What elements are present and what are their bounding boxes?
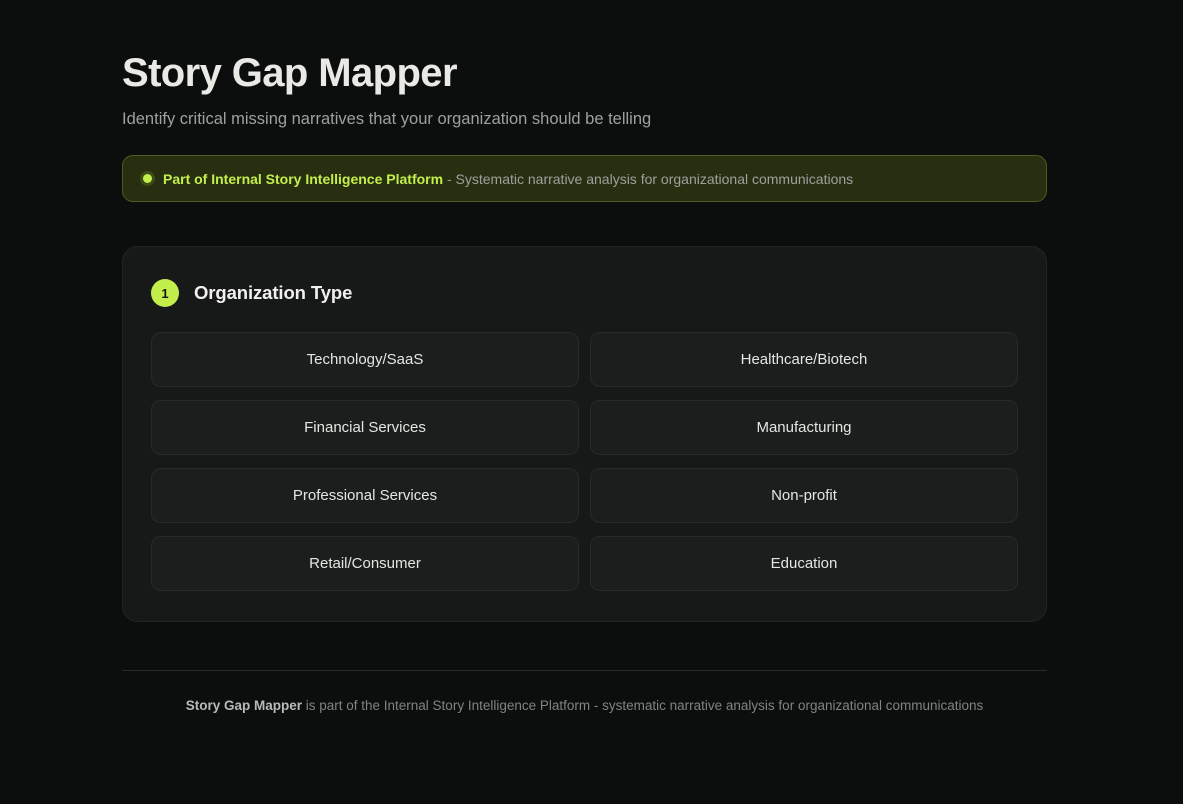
platform-banner-rest: Systematic narrative analysis for organi… <box>455 170 854 187</box>
platform-banner-text: Part of Internal Story Intelligence Plat… <box>163 170 853 188</box>
platform-banner-separator: - <box>443 170 456 187</box>
page-title: Story Gap Mapper <box>122 51 458 95</box>
step-card-organization-type: 1 Organization Type Technology/SaaS Heal… <box>122 246 1047 622</box>
page-subtitle: Identify critical missing narratives tha… <box>122 110 652 128</box>
option-non-profit[interactable]: Non-profit <box>590 468 1018 523</box>
option-financial-services[interactable]: Financial Services <box>151 400 579 455</box>
footer: Story Gap Mapper is part of the Internal… <box>122 670 1047 716</box>
option-education[interactable]: Education <box>590 536 1018 591</box>
step-header: 1 Organization Type <box>151 279 1018 307</box>
footer-text: Story Gap Mapper is part of the Internal… <box>122 696 1047 716</box>
option-manufacturing[interactable]: Manufacturing <box>590 400 1018 455</box>
footer-product-name: Story Gap Mapper <box>185 698 302 713</box>
status-dot-icon <box>143 174 152 183</box>
option-professional-services[interactable]: Professional Services <box>151 468 579 523</box>
option-retail-consumer[interactable]: Retail/Consumer <box>151 536 579 591</box>
content-container: Story Gap Mapper Identify critical missi… <box>122 0 1047 716</box>
platform-banner-strong: Part of Internal Story Intelligence Plat… <box>163 170 444 187</box>
organization-type-options: Technology/SaaS Healthcare/Biotech Finan… <box>151 332 1018 591</box>
step-number-badge: 1 <box>151 279 179 307</box>
platform-banner: Part of Internal Story Intelligence Plat… <box>122 155 1047 202</box>
footer-description: is part of the Internal Story Intelligen… <box>301 698 984 713</box>
option-technology-saas[interactable]: Technology/SaaS <box>151 332 579 387</box>
option-healthcare-biotech[interactable]: Healthcare/Biotech <box>590 332 1018 387</box>
step-title: Organization Type <box>194 282 353 303</box>
